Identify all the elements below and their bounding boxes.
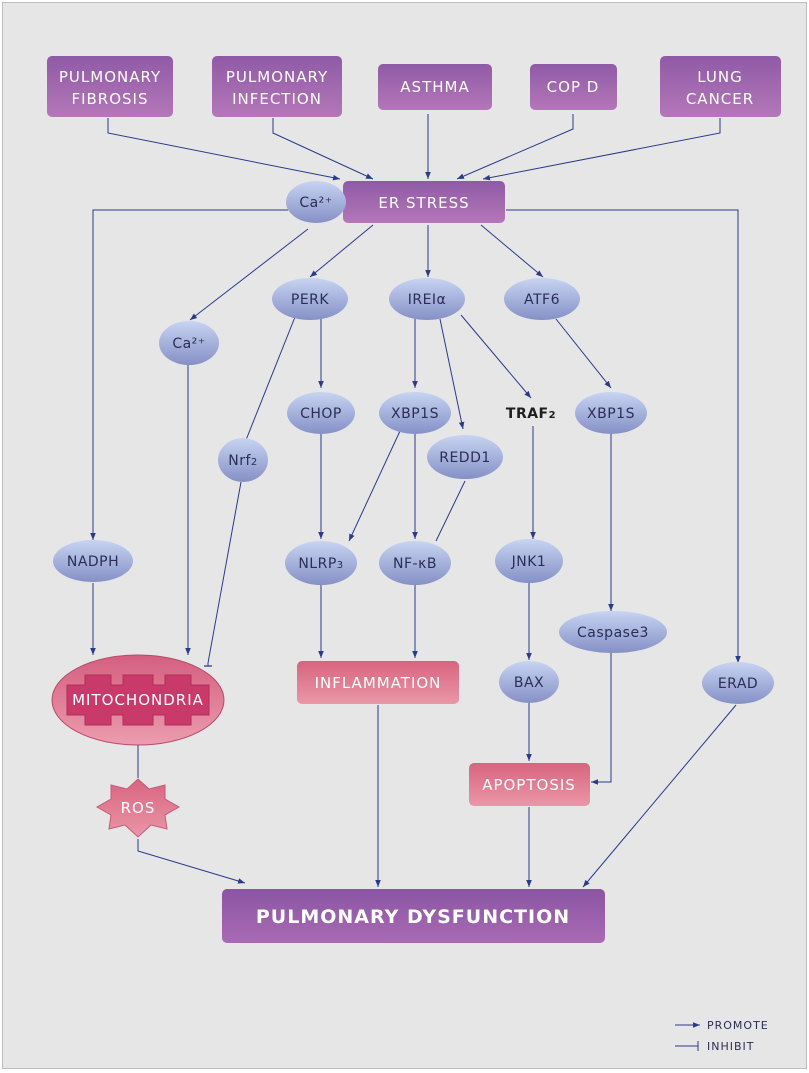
disease-asthma-label: ASTHMA xyxy=(400,78,469,96)
ca-mid-label: Ca²⁺ xyxy=(172,336,205,352)
edge-ire1a-redd1 xyxy=(439,318,465,430)
edges xyxy=(90,114,741,888)
atf6-label: ATF6 xyxy=(524,292,560,308)
outcome-label: PULMONARY DYSFUNCTION xyxy=(256,906,570,928)
nrf2-label: Nrf2 xyxy=(228,453,258,469)
edge-ca-ca xyxy=(189,228,309,321)
ca-top-node: Ca²⁺ xyxy=(286,181,346,223)
caspase3-node: Caspase3 xyxy=(559,611,667,653)
redd1-label: REDD1 xyxy=(439,450,491,466)
legend: PROMOTE INHIBIT xyxy=(675,1019,769,1053)
disease-cancer: LUNG CANCER xyxy=(660,56,781,117)
nrf2-sub: 2 xyxy=(251,457,258,468)
chop-node: CHOP xyxy=(287,392,355,434)
edge-cancer-er xyxy=(482,118,721,181)
disease-fibrosis-line2: FIBROSIS xyxy=(71,90,148,108)
bax-node: BAX xyxy=(499,661,559,703)
legend-inhibit-label: INHIBIT xyxy=(707,1040,755,1053)
nlrp3-base: NLRP xyxy=(298,556,336,572)
disease-infection-line1: PULMONARY xyxy=(226,68,328,86)
edge-xbp1s-nlrp3 xyxy=(348,430,401,542)
ros-label: ROS xyxy=(121,799,156,817)
outcome-node: PULMONARY DYSFUNCTION xyxy=(222,889,605,943)
edge-atf6-xbp1s xyxy=(555,318,612,389)
ire1a-label: IREIα xyxy=(408,292,447,308)
mitochondria-cristae-icon xyxy=(66,674,210,726)
disease-infection-line2: INFECTION xyxy=(232,90,322,108)
chop-label: CHOP xyxy=(300,406,342,422)
legend-promote-label: PROMOTE xyxy=(707,1019,769,1032)
edge-ca-nadph xyxy=(90,209,288,540)
nlrp3-sub: 3 xyxy=(337,560,344,571)
nlrp3-label: NLRP3 xyxy=(298,556,343,572)
edge-caspase3-apoptosis xyxy=(591,653,612,785)
edge-copd-er xyxy=(456,114,574,180)
edge-nrf2-mito-inhibit xyxy=(204,481,242,667)
disease-copd-label: COP D xyxy=(547,78,600,96)
edge-er-perk xyxy=(309,224,374,278)
nfkb-label: NF-κB xyxy=(393,556,437,572)
perk-label: PERK xyxy=(291,292,330,308)
erad-node: ERAD xyxy=(702,662,774,704)
disease-infection: PULMONARY INFECTION xyxy=(212,56,342,117)
perk-node: PERK xyxy=(272,278,348,320)
ros-node: ROS xyxy=(95,778,181,838)
atf6-node: ATF6 xyxy=(504,278,580,320)
redd1-node: REDD1 xyxy=(427,435,503,479)
jnk1-label: JNK1 xyxy=(511,554,547,570)
disease-cancer-line1: LUNG xyxy=(697,68,742,86)
inflammation-label: INFLAMMATION xyxy=(315,674,442,692)
nrf2-node: Nrf2 xyxy=(218,438,268,482)
nadph-node: NADPH xyxy=(53,540,133,582)
nfkb-node: NF-κB xyxy=(379,541,451,585)
er-stress-label: ER STRESS xyxy=(378,194,469,212)
ca-mid-node: Ca²⁺ xyxy=(159,321,219,365)
traf2-sub: 2 xyxy=(549,410,556,421)
jnk1-node: JNK1 xyxy=(495,539,563,583)
disease-copd: COP D xyxy=(530,64,617,110)
nadph-label: NADPH xyxy=(67,554,119,570)
traf2-label: TRAF2 xyxy=(506,406,556,422)
caspase3-label: Caspase3 xyxy=(577,625,649,641)
disease-fibrosis: PULMONARY FIBROSIS xyxy=(47,56,173,117)
disease-cancer-line2: CANCER xyxy=(686,90,754,108)
ire1a-node: IREIα xyxy=(389,278,465,320)
xbp1s-left-node: XBP1S xyxy=(379,392,451,434)
traf2-base: TRAF xyxy=(506,406,549,422)
bax-label: BAX xyxy=(514,675,544,691)
ros-burst-icon xyxy=(95,778,181,838)
edge-er-atf6 xyxy=(480,224,544,278)
disease-asthma: ASTHMA xyxy=(378,64,492,110)
edge-ire1a-traf2 xyxy=(460,314,532,399)
edge-er-erad xyxy=(506,209,741,663)
edge-erad-outcome xyxy=(582,704,737,888)
disease-fibrosis-line1: PULMONARY xyxy=(59,68,161,86)
er-stress-node: ER STRESS xyxy=(343,181,505,223)
edge-perk-nrf2 xyxy=(245,316,296,441)
mitochondria-label: MITOCHONDRIA xyxy=(72,691,204,709)
xbp1s-left-label: XBP1S xyxy=(391,406,439,422)
edge-ros-outcome xyxy=(137,839,246,884)
traf2-node: TRAF2 xyxy=(506,406,556,422)
edge-fibrosis-er xyxy=(107,118,341,181)
erad-label: ERAD xyxy=(718,676,758,692)
ca-top-label: Ca²⁺ xyxy=(299,195,332,211)
xbp1s-right-node: XBP1S xyxy=(575,392,647,434)
nlrp3-node: NLRP3 xyxy=(285,541,357,585)
mitochondria-node: MITOCHONDRIA xyxy=(51,654,225,746)
xbp1s-right-label: XBP1S xyxy=(587,406,635,422)
edge-infection-er xyxy=(272,118,374,180)
apoptosis-node: APOPTOSIS xyxy=(469,763,590,806)
pathway-diagram: PULMONARY FIBROSIS PULMONARY INFECTION A… xyxy=(47,56,781,1053)
inflammation-node: INFLAMMATION xyxy=(297,661,459,704)
nrf2-base: Nrf xyxy=(228,453,251,469)
apoptosis-label: APOPTOSIS xyxy=(482,776,576,794)
edge-redd1-nfkb xyxy=(435,480,466,542)
